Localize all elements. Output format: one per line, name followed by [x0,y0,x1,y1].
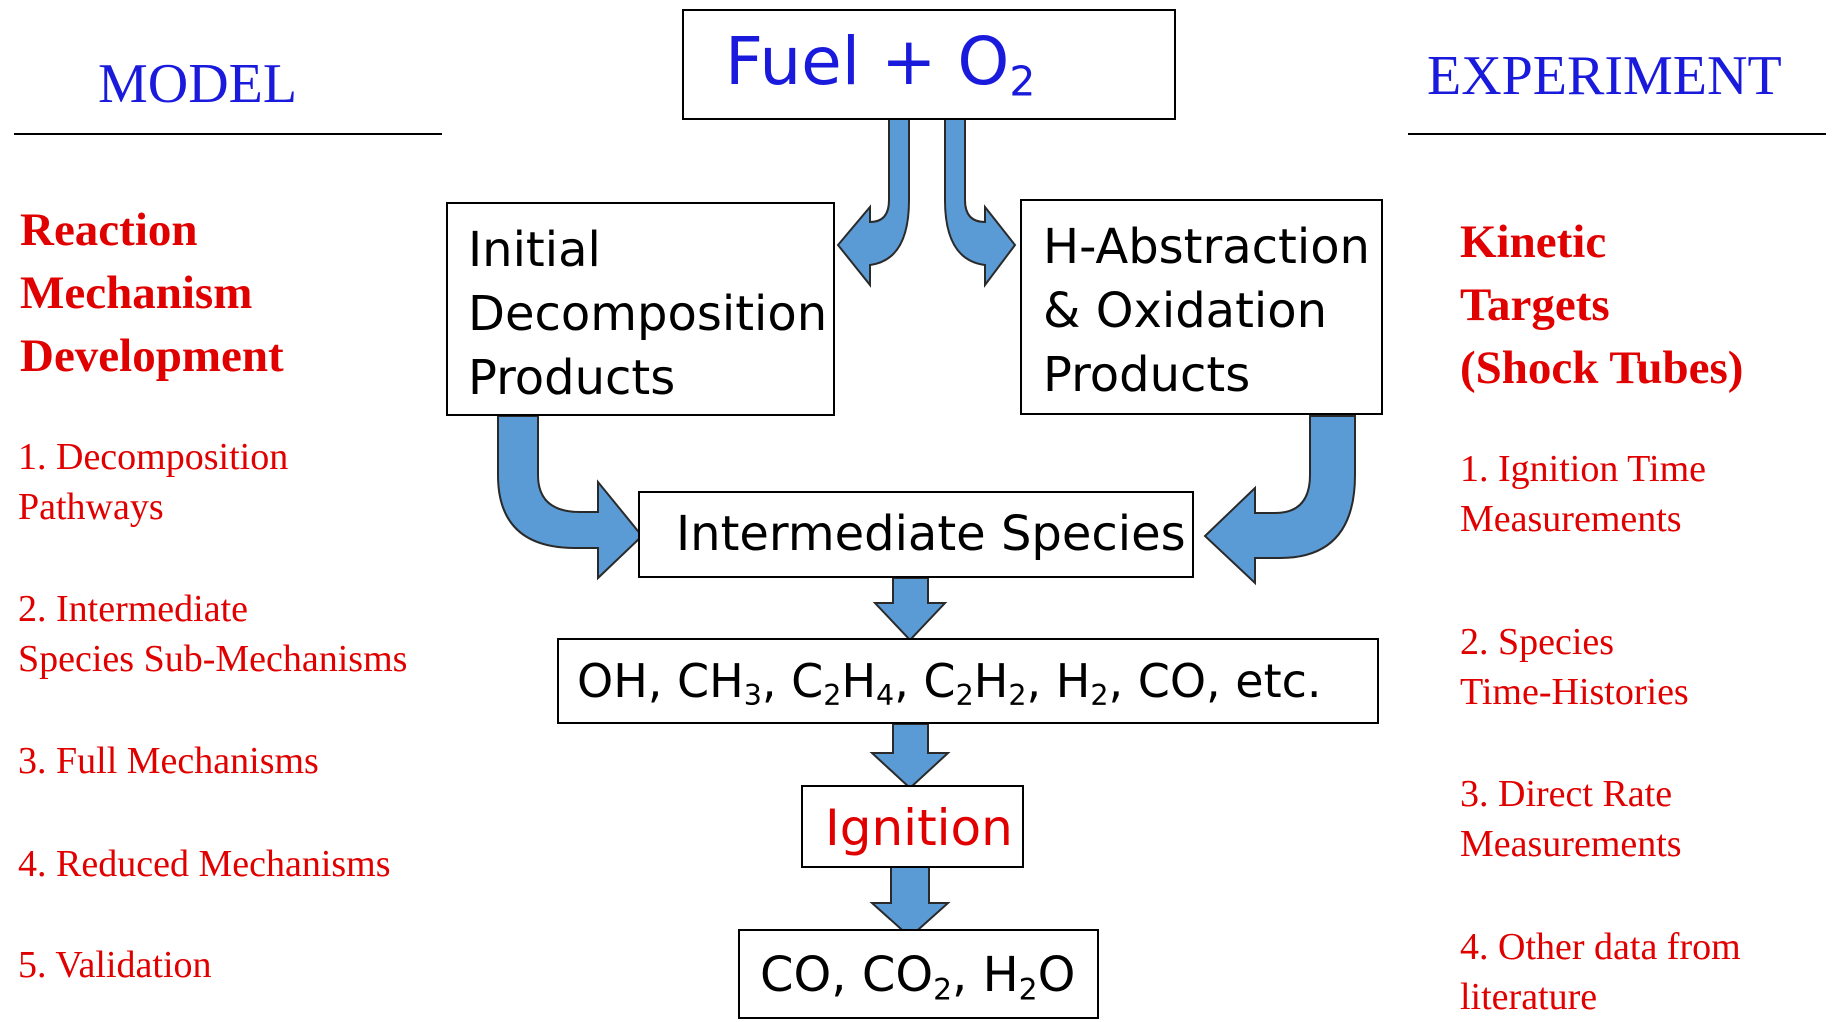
model-item-4: 4. Reduced Mechanisms [18,839,391,889]
model-section-title: Reaction Mechanism Development [20,199,284,388]
list-line: Measurements [1460,498,1682,540]
list-line: Time-Histories [1460,671,1689,713]
list-line: 5. Validation [18,944,212,986]
experiment-item-4: 4. Other data from literature [1460,922,1741,1022]
ignition-box: Ignition [801,785,1024,868]
species-list-box: OH, CH3, C2H4, C2H2, H2, CO, etc. [557,638,1379,724]
experiment-title-line: Kinetic [1460,216,1607,268]
list-line: 1. Ignition Time [1460,448,1706,490]
arrow-ignition-to-products [869,865,951,939]
h-abstraction-box: H-Abstraction & Oxidation Products [1020,199,1383,415]
experiment-item-2: 2. Species Time-Histories [1460,617,1689,717]
model-header-rule [14,133,442,135]
model-item-2: 2. Intermediate Species Sub-Mechanisms [18,584,407,684]
experiment-header-rule [1408,133,1826,135]
arrow-fuel-to-initial [836,117,910,288]
fuel-label: Fuel + O2 [725,23,1036,106]
list-line: Measurements [1460,823,1682,865]
arrow-initial-to-intermediate [497,415,644,581]
model-item-3: 3. Full Mechanisms [18,736,319,786]
experiment-title-line: Targets [1460,279,1610,331]
experiment-item-3: 3. Direct Rate Measurements [1460,769,1682,869]
experiment-item-1: 1. Ignition Time Measurements [1460,444,1706,544]
products-box: CO, CO2, H2O [738,929,1099,1019]
model-title-line: Reaction [20,204,198,256]
experiment-header: EXPERIMENT [1427,45,1782,107]
list-line: 2. Intermediate [18,588,249,630]
arrow-species-to-ignition [869,723,951,790]
list-line: 4. Reduced Mechanisms [18,843,391,885]
list-line: literature [1460,976,1598,1018]
initial-decomposition-label: Initial Decomposition Products [468,222,828,406]
model-item-5: 5. Validation [18,940,212,990]
species-list-label: OH, CH3, C2H4, C2H2, H2, CO, etc. [577,654,1322,712]
list-line: Pathways [18,486,164,528]
model-header: MODEL [98,53,298,115]
arrow-habs-to-intermediate [1203,415,1356,586]
list-line: 1. Decomposition [18,436,289,478]
experiment-section-title: Kinetic Targets (Shock Tubes) [1460,211,1743,400]
h-abstraction-label: H-Abstraction & Oxidation Products [1043,219,1370,403]
products-label: CO, CO2, H2O [760,947,1076,1008]
arrow-fuel-to-habs [944,117,1017,288]
model-item-1: 1. Decomposition Pathways [18,432,288,532]
list-line: 3. Direct Rate [1460,773,1673,815]
list-line: 3. Full Mechanisms [18,740,319,782]
intermediate-species-label: Intermediate Species [676,506,1186,562]
ignition-label: Ignition [825,799,1013,857]
list-line: 2. Species [1460,621,1615,663]
initial-decomposition-box: Initial Decomposition Products [446,202,835,416]
fuel-box: Fuel + O2 [682,9,1176,120]
model-title-line: Development [20,330,284,382]
model-title-line: Mechanism [20,267,253,319]
arrow-intermediate-to-species [872,577,948,642]
list-line: 4. Other data from [1460,926,1741,968]
list-line: Species Sub-Mechanisms [18,638,408,680]
experiment-title-line: (Shock Tubes) [1460,342,1744,394]
intermediate-species-box: Intermediate Species [638,491,1194,578]
